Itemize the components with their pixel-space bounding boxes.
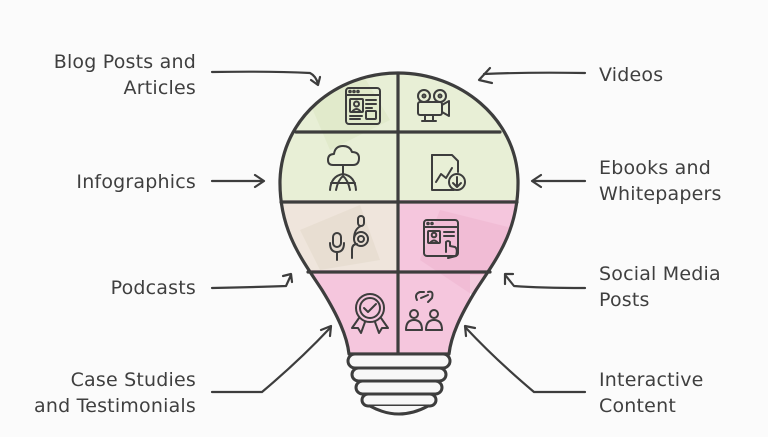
bulb-fill bbox=[279, 73, 519, 354]
people-link-icon bbox=[405, 290, 443, 331]
arrow-case bbox=[210, 324, 333, 394]
bulb-base bbox=[346, 352, 452, 416]
chart-download-icon bbox=[431, 154, 466, 191]
social-post-icon bbox=[423, 219, 459, 259]
label-interactive: Interactive Content bbox=[599, 369, 704, 417]
arrow-podcasts bbox=[210, 272, 294, 290]
label-videos: Videos bbox=[599, 64, 664, 86]
podcast-mic-icon bbox=[329, 215, 369, 261]
label-infographics: Infographics bbox=[76, 171, 196, 193]
arrow-infographics bbox=[210, 173, 266, 189]
arrow-videos bbox=[477, 66, 587, 85]
arrow-ebooks bbox=[530, 173, 587, 189]
label-blog-posts: Blog Posts and Articles bbox=[53, 51, 196, 99]
cloud-network-icon bbox=[327, 145, 360, 191]
label-ebooks: Ebooks and Whitepapers bbox=[599, 157, 722, 205]
arrow-blog bbox=[210, 70, 322, 87]
label-podcasts: Podcasts bbox=[110, 277, 196, 299]
award-badge-icon bbox=[351, 293, 389, 334]
label-social-media: Social Media Posts bbox=[599, 263, 721, 311]
video-camera-icon bbox=[417, 89, 450, 122]
arrow-interactive bbox=[463, 324, 587, 394]
label-case-studies: Case Studies and Testimonials bbox=[34, 369, 196, 417]
arrow-social bbox=[503, 272, 587, 290]
browser-profile-icon bbox=[345, 87, 381, 125]
